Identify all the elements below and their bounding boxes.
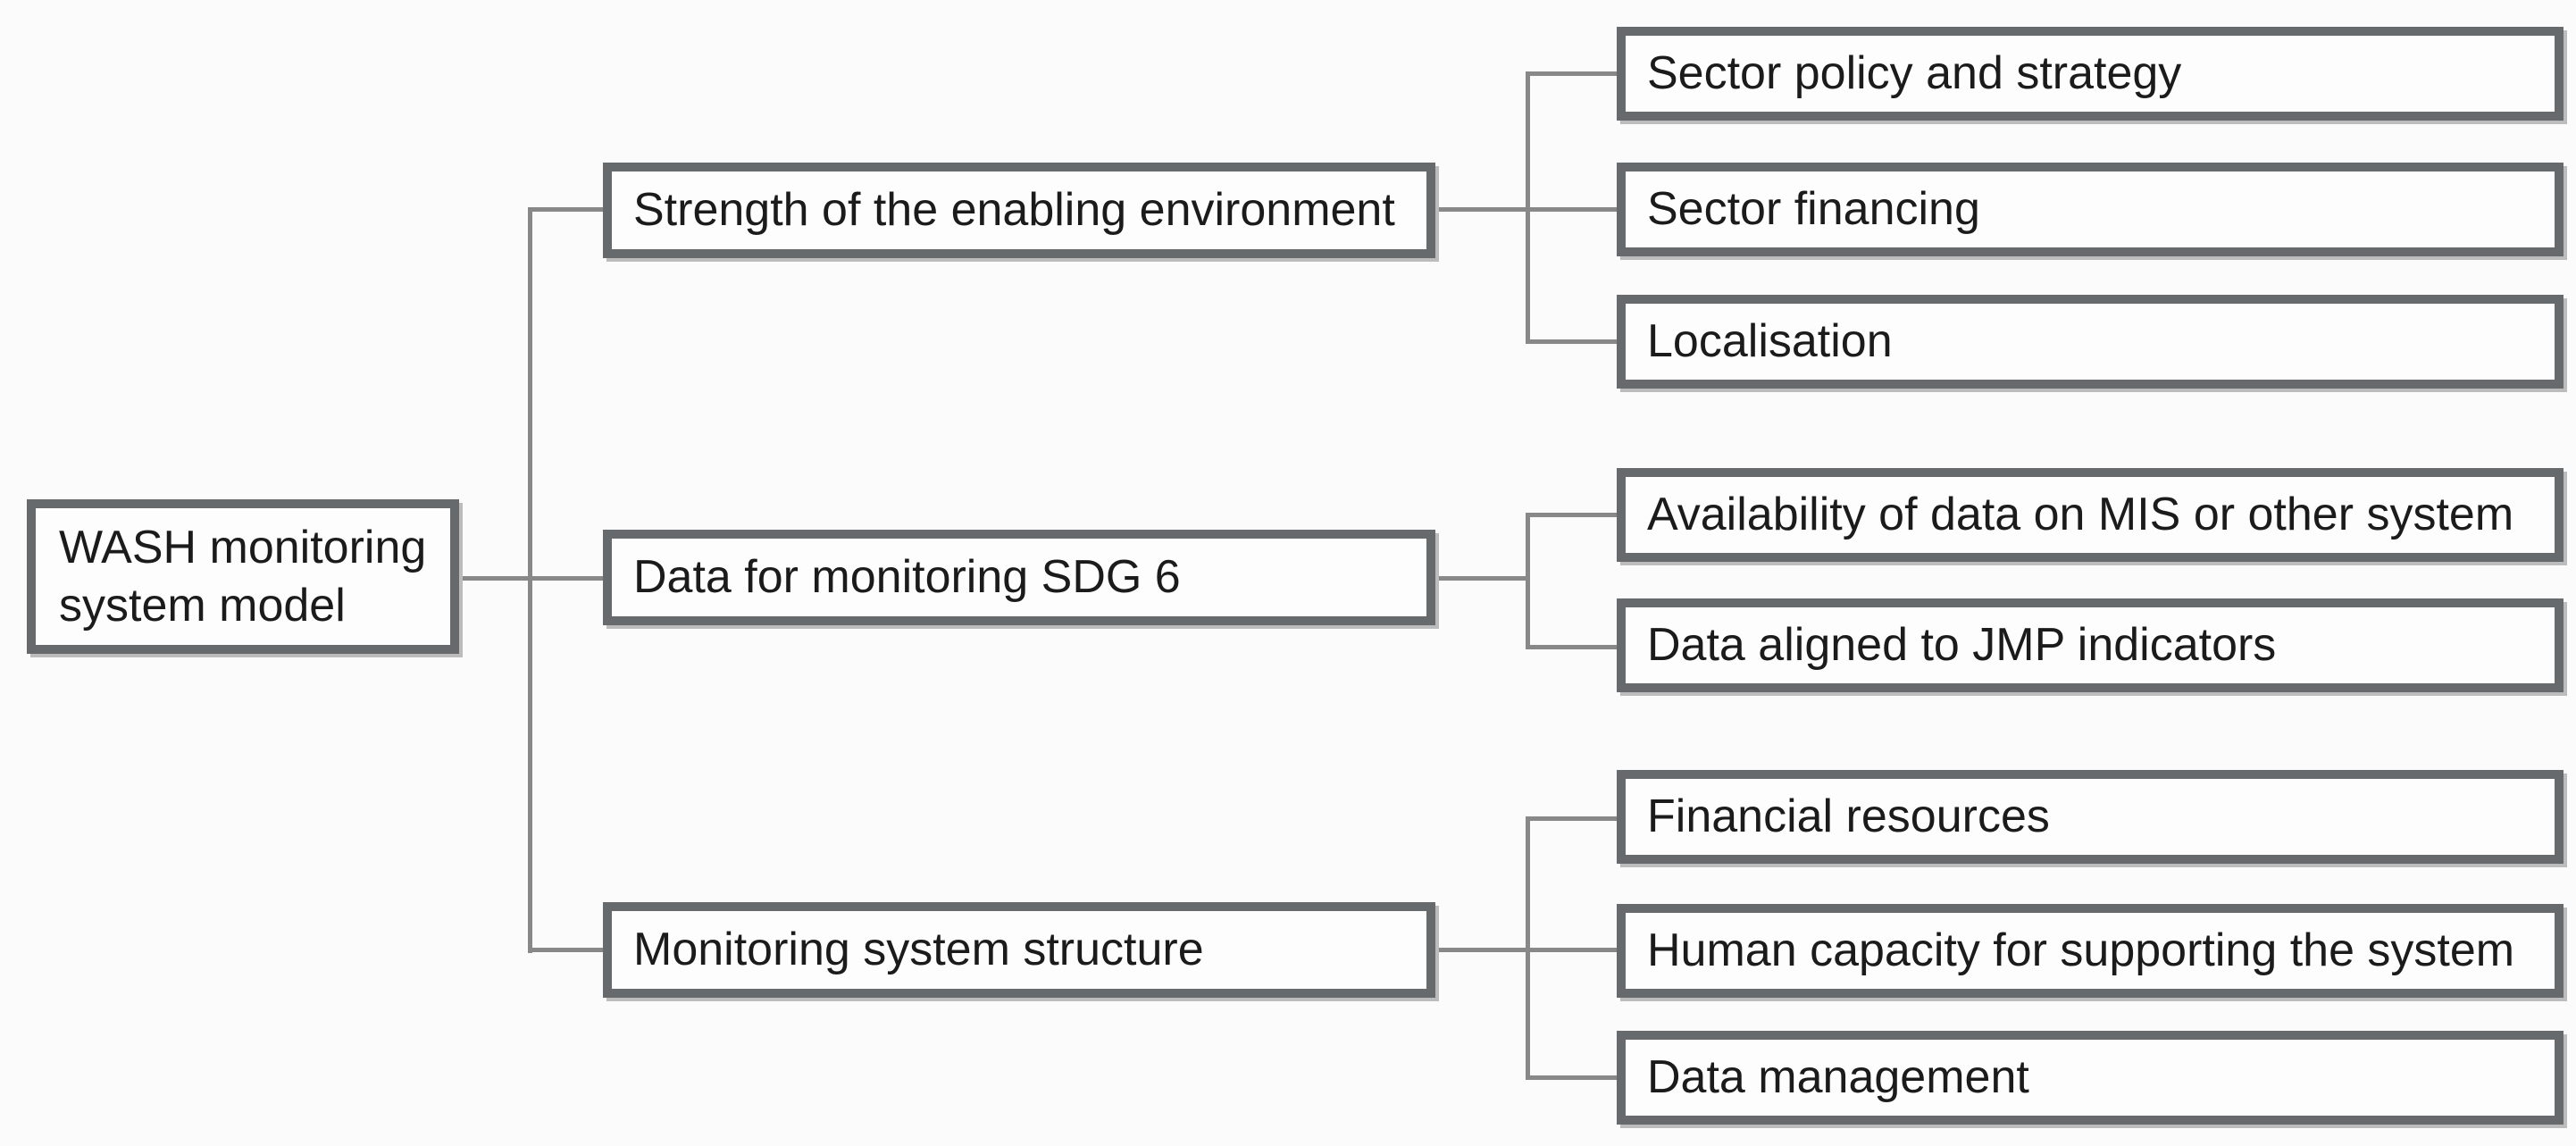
connector-group-2-leaf-1 xyxy=(1526,513,1617,517)
node-label: Data for monitoring SDG 6 xyxy=(633,551,1181,603)
node-monitoring-system-structure: Monitoring system structure xyxy=(603,902,1435,998)
leaf-financial-resources: Financial resources xyxy=(1617,770,2563,864)
node-label: Human capacity for supporting the system xyxy=(1647,924,2515,976)
connector-trunk-to-branch-3 xyxy=(528,948,606,952)
connector-branch-2-to-group xyxy=(1434,576,1530,581)
connector-group-2-leaf-2 xyxy=(1526,645,1617,649)
node-label: Data aligned to JMP indicators xyxy=(1647,619,2277,671)
node-label: WASH monitoring system model xyxy=(59,521,427,632)
node-label: Data management xyxy=(1647,1051,2029,1103)
connector-group-3-leaf-3 xyxy=(1526,1075,1617,1080)
leaf-localisation: Localisation xyxy=(1617,295,2563,389)
connector-group-1-leaf-3 xyxy=(1526,339,1617,344)
node-label: Availability of data on MIS or other sys… xyxy=(1647,489,2514,540)
connector-branch-3-to-group xyxy=(1434,948,1617,952)
connector-group-2-vertical xyxy=(1526,513,1530,649)
connector-branch-1-to-group xyxy=(1434,207,1617,212)
node-data-for-monitoring-sdg6: Data for monitoring SDG 6 xyxy=(603,530,1435,625)
leaf-data-aligned-to-jmp-indicators: Data aligned to JMP indicators xyxy=(1617,598,2563,692)
leaf-sector-policy-and-strategy: Sector policy and strategy xyxy=(1617,27,2563,121)
leaf-sector-financing: Sector financing xyxy=(1617,163,2563,256)
leaf-human-capacity-for-supporting-system: Human capacity for supporting the system xyxy=(1617,904,2563,998)
connector-group-1-leaf-1 xyxy=(1526,71,1617,76)
node-label: Sector financing xyxy=(1647,183,1980,235)
node-label: Localisation xyxy=(1647,315,1893,367)
connector-group-3-leaf-1 xyxy=(1526,816,1617,821)
leaf-availability-of-data-on-mis: Availability of data on MIS or other sys… xyxy=(1617,468,2563,562)
connector-group-3-vertical xyxy=(1526,816,1530,1080)
node-label: Strength of the enabling environment xyxy=(633,184,1395,236)
leaf-data-management: Data management xyxy=(1617,1031,2563,1125)
node-label: Monitoring system structure xyxy=(633,924,1204,975)
node-wash-monitoring-system-model: WASH monitoring system model xyxy=(27,499,459,654)
node-label: Sector policy and strategy xyxy=(1647,47,2182,99)
node-label: Financial resources xyxy=(1647,790,2050,842)
connector-trunk-vertical xyxy=(528,207,532,953)
connector-group-1-vertical xyxy=(1526,71,1530,344)
node-strength-of-enabling-environment: Strength of the enabling environment xyxy=(603,163,1435,258)
connector-trunk-to-branch-1 xyxy=(528,207,606,212)
